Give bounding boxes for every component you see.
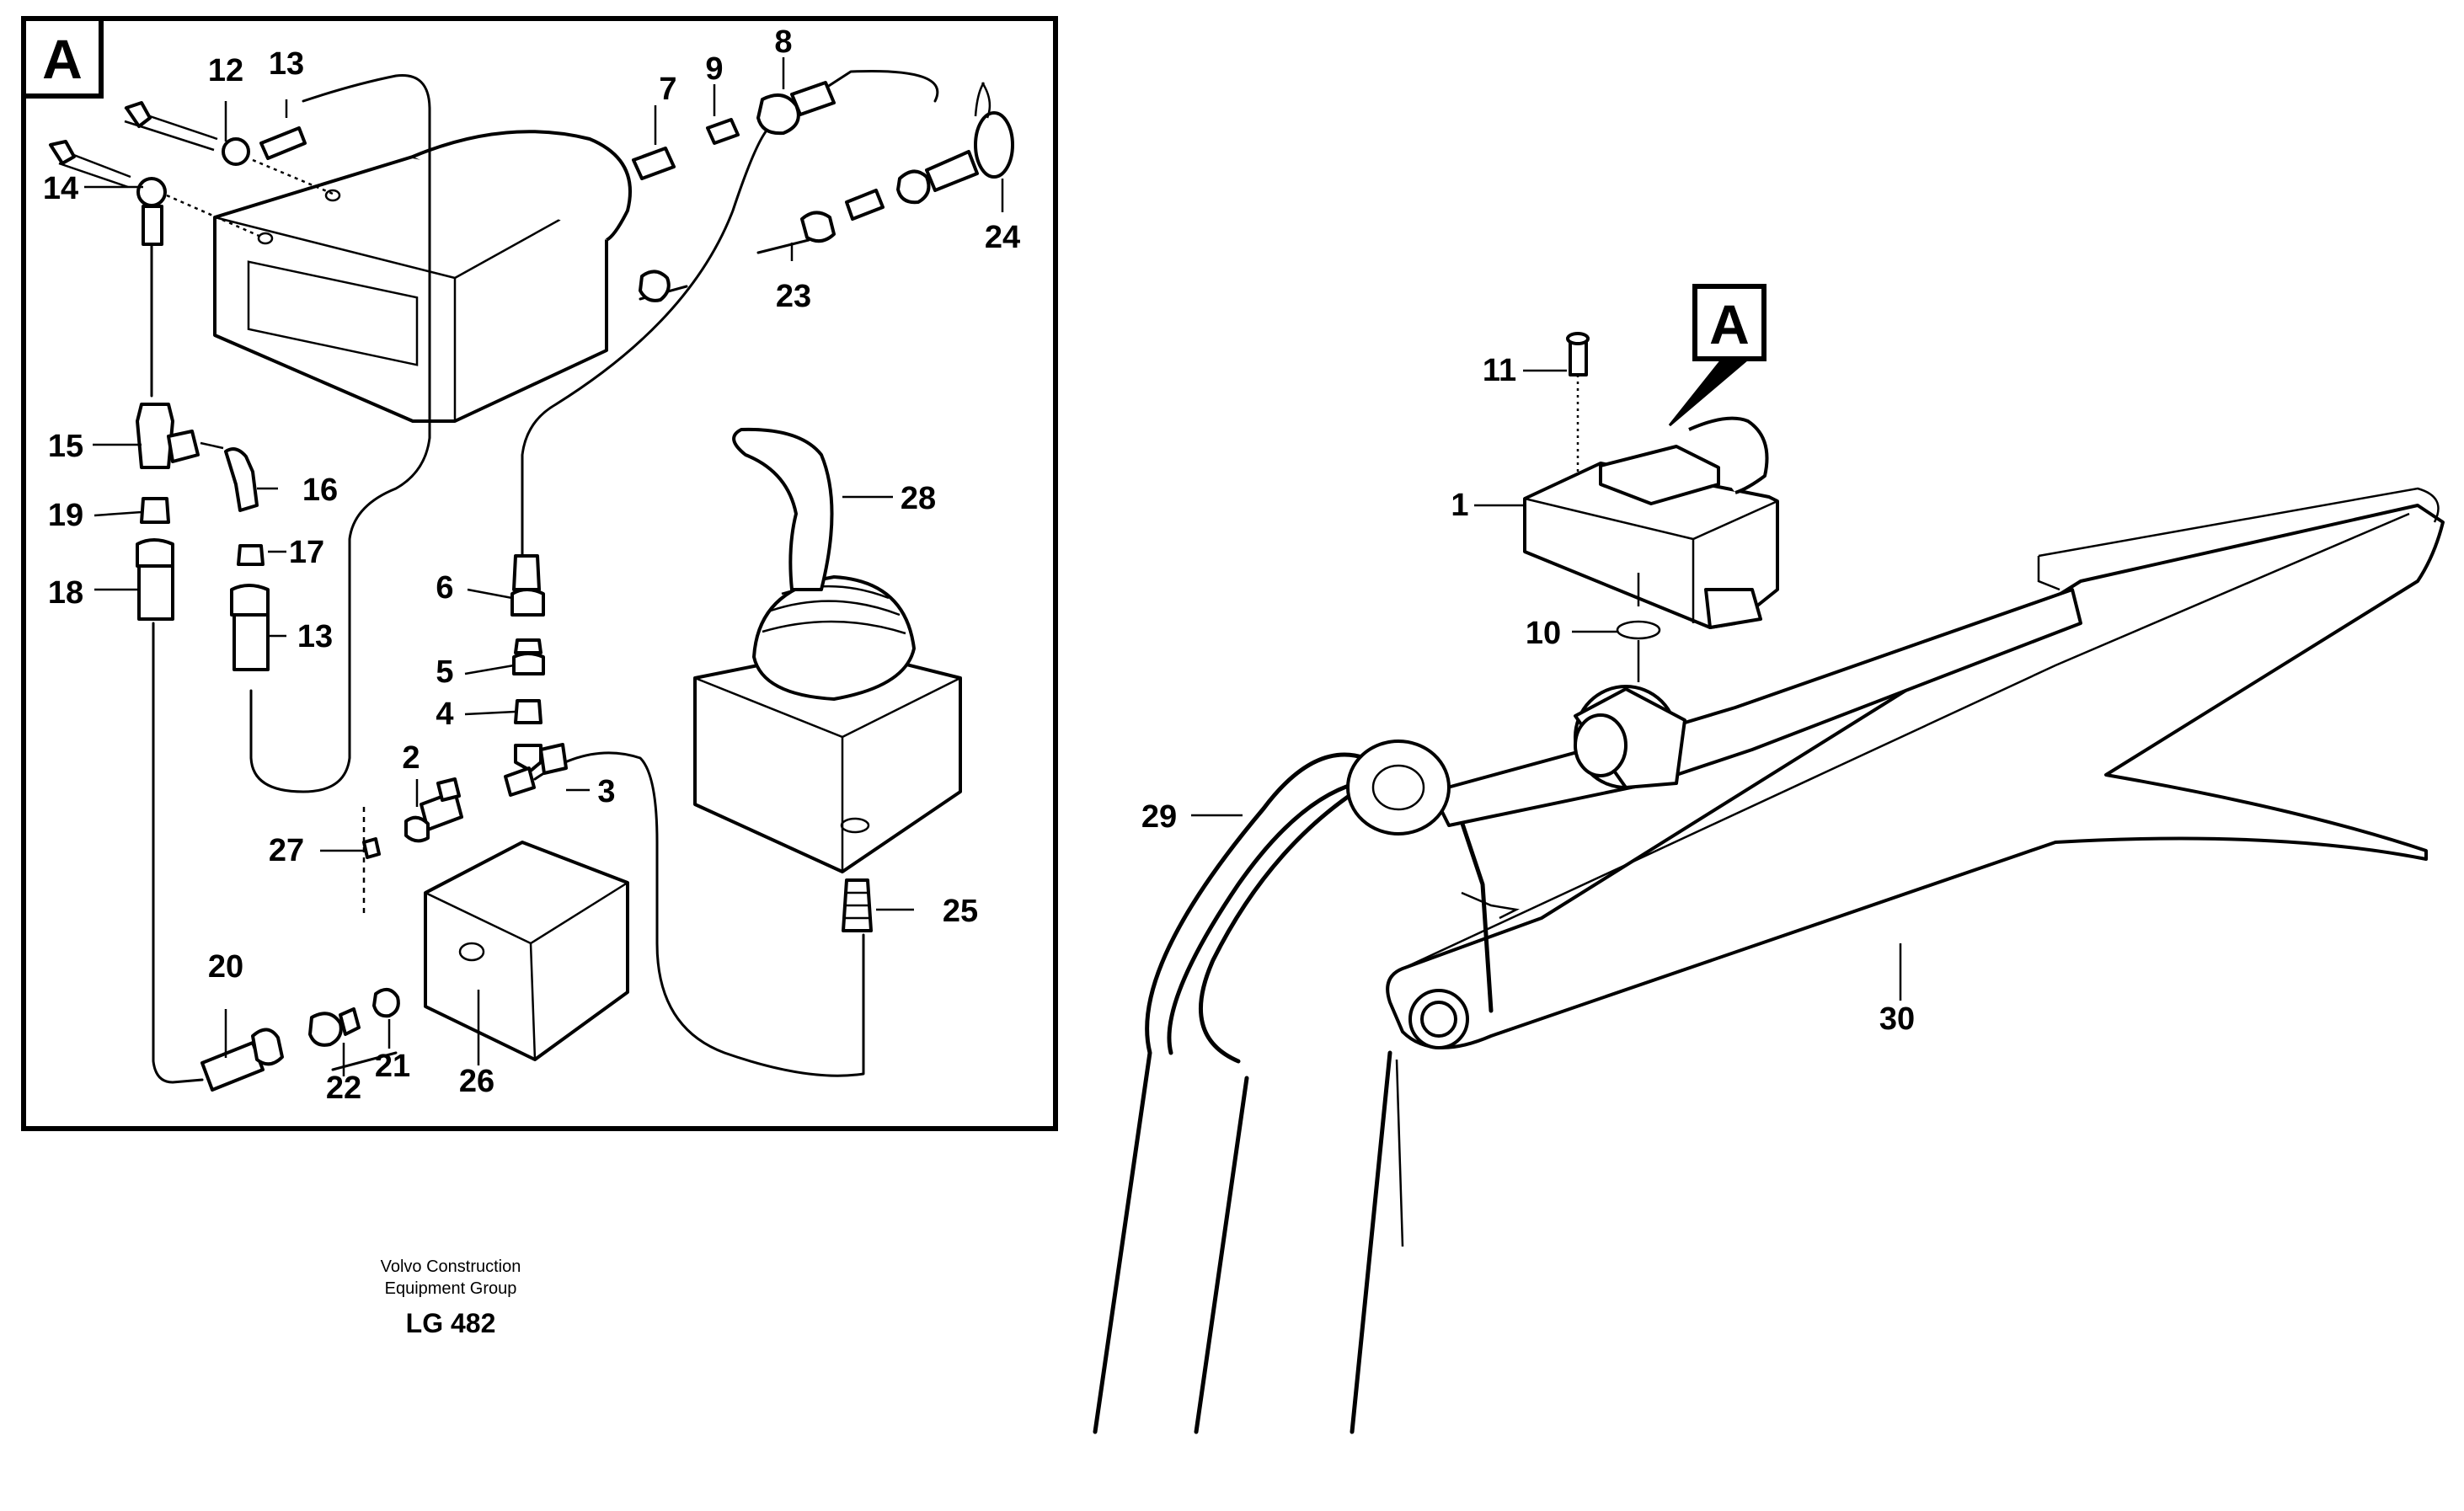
- fitting-17-13: [230, 544, 270, 671]
- callout-13-bottom: 13: [297, 619, 333, 654]
- tee-fitting-15: [136, 403, 259, 621]
- callout-7: 7: [659, 72, 676, 107]
- fitting-23-24: [639, 82, 1014, 302]
- dipper-arm-29: [1093, 752, 1494, 1434]
- callout-5: 5: [436, 654, 453, 690]
- joystick-28: [693, 427, 962, 932]
- fitting-20-22-21: [200, 987, 400, 1092]
- callout-29: 29: [1141, 799, 1177, 835]
- leader-lines-detail: [84, 57, 1004, 1076]
- callout-23: 23: [776, 279, 811, 314]
- callout-2: 2: [402, 740, 420, 776]
- callout-11: 11: [1483, 353, 1516, 388]
- callout-4: 4: [436, 697, 453, 732]
- callout-22: 22: [326, 1071, 361, 1106]
- reference-letter: A: [1709, 293, 1750, 355]
- callout-15: 15: [48, 429, 83, 464]
- callout-30: 30: [1879, 1001, 1915, 1037]
- callout-24: 24: [985, 220, 1020, 255]
- callout-12: 12: [208, 53, 243, 88]
- callout-8: 8: [774, 24, 792, 60]
- hose-lines: [150, 69, 939, 1084]
- valve-1: [1523, 332, 1779, 682]
- fitting-7-9-8: [632, 81, 836, 180]
- callout-25: 25: [943, 894, 978, 929]
- solenoid-valve-block: [213, 130, 632, 423]
- callout-20: 20: [208, 949, 243, 985]
- callout-13-top: 13: [269, 46, 304, 82]
- detail-frame: [21, 16, 1058, 1131]
- callout-17: 17: [289, 535, 324, 570]
- machine-overview: A 11 1 10 29 30: [1093, 284, 2445, 1434]
- callout-9: 9: [705, 51, 723, 87]
- fitting-stack-6-5-4-3: [504, 554, 568, 797]
- callout-6: 6: [436, 570, 453, 606]
- callout-16: 16: [302, 473, 338, 508]
- callout-21: 21: [375, 1049, 410, 1084]
- callout-28: 28: [901, 481, 936, 516]
- callout-14: 14: [43, 171, 78, 206]
- block-26: [424, 841, 629, 1061]
- callout-10: 10: [1526, 616, 1561, 651]
- detail-letter: A: [42, 28, 83, 90]
- callout-18: 18: [48, 575, 83, 611]
- fitting-2-27: [362, 777, 463, 914]
- callout-1: 1: [1451, 488, 1468, 523]
- drawing-code: LG 482: [406, 1308, 496, 1338]
- publisher-credit: Volvo Construction Equipment Group LG 48…: [381, 1257, 521, 1338]
- reference-marker-a: A: [1668, 284, 1766, 427]
- banjo-bolt-14: [49, 140, 264, 246]
- detail-view-a: A: [21, 16, 1058, 1131]
- callout-27: 27: [269, 833, 304, 868]
- credit-line-1: Volvo Construction: [381, 1257, 521, 1276]
- boom-30: [1386, 504, 2445, 1049]
- callout-26: 26: [459, 1064, 494, 1099]
- credit-line-2: Equipment Group: [385, 1279, 517, 1298]
- callout-3: 3: [597, 774, 615, 809]
- callout-19: 19: [48, 498, 83, 533]
- detail-letter-box: [21, 16, 104, 99]
- banjo-bolt-12: [124, 101, 334, 195]
